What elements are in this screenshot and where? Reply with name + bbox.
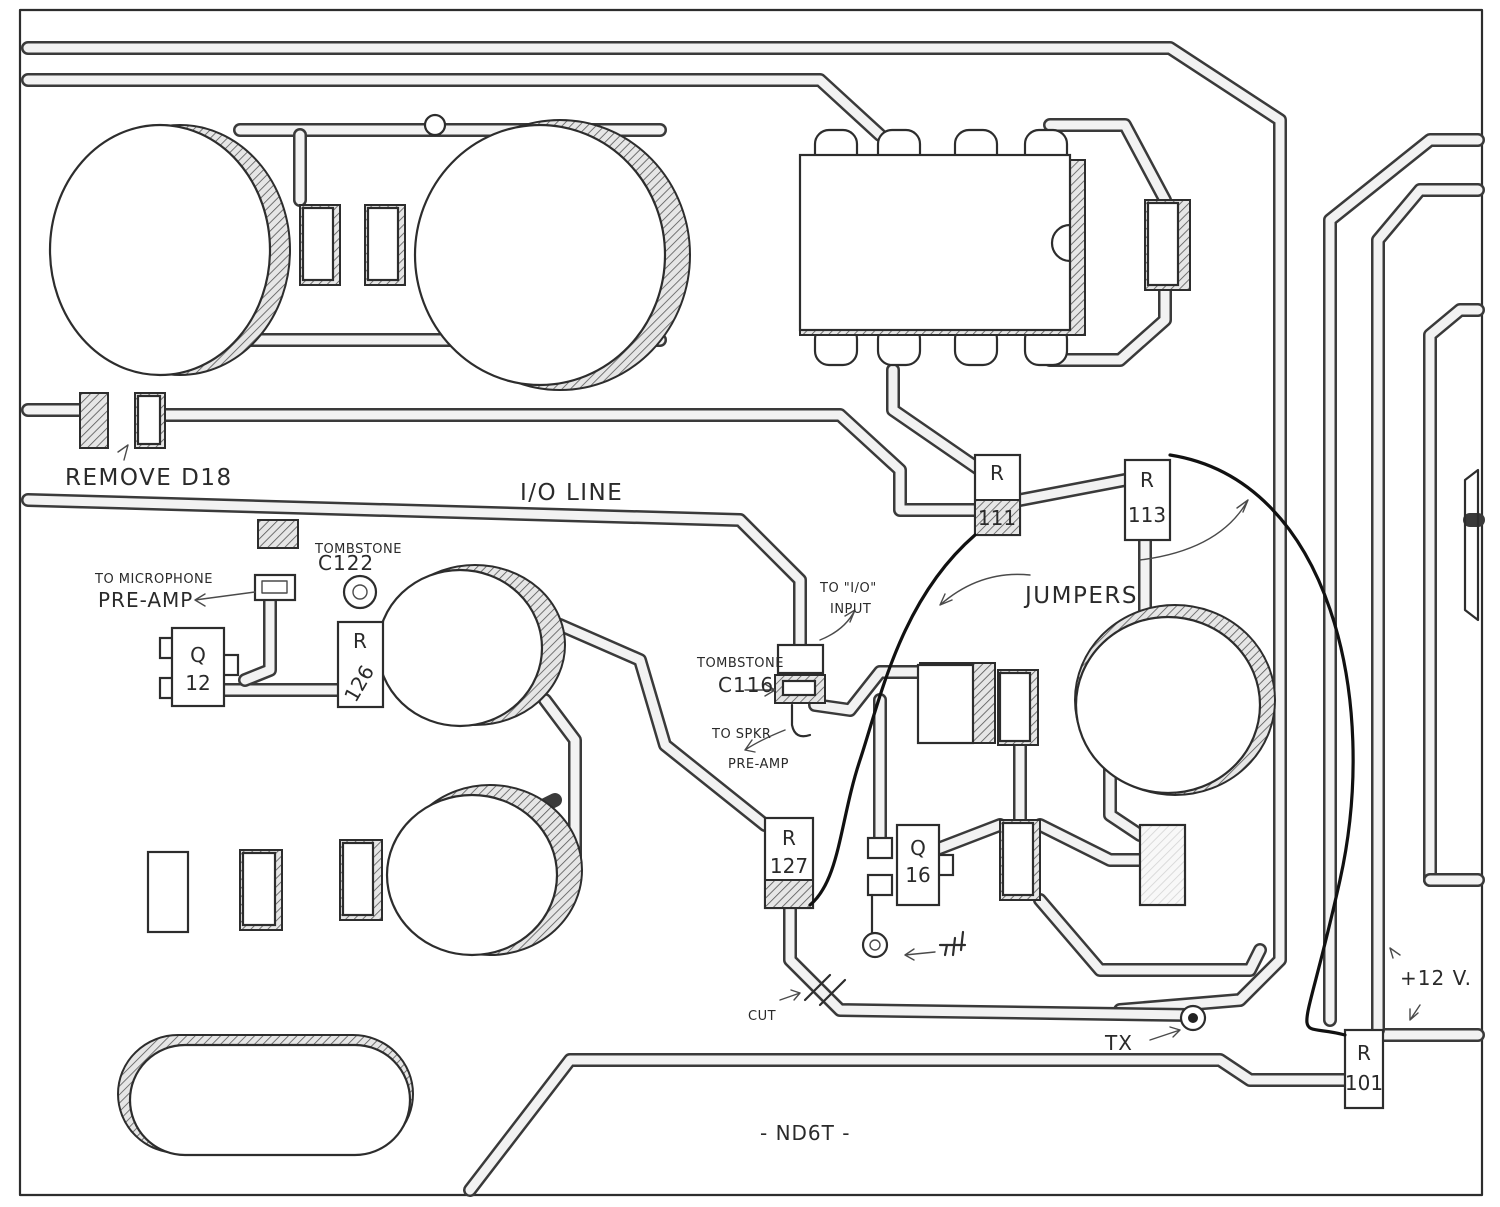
jumper-wire-r111-r127 [808, 533, 977, 907]
remove-d18-arrow [117, 444, 129, 461]
label-spkr-preamp: PRE-AMP [728, 757, 789, 772]
label-signature: - ND6T - [760, 1121, 850, 1145]
label-to-microphone: TO MICROPHONE [94, 572, 213, 587]
label-cut: CUT [748, 1009, 776, 1024]
cut-mark [803, 973, 832, 1002]
jumpers-arrow-right [1139, 499, 1249, 561]
d18-pad-left [79, 392, 109, 449]
label-microphone-preamp: PRE-AMP [98, 588, 193, 612]
c116-lead [790, 703, 812, 738]
label-input: INPUT [830, 602, 871, 617]
ground-symbol [938, 930, 967, 957]
resistor-r113: R 113 [1123, 458, 1172, 542]
resistor-r111: R 111 [973, 453, 1022, 537]
q12-letter: Q [190, 643, 206, 667]
ground-arrow [904, 948, 936, 961]
capacitor-large-1 [48, 123, 291, 377]
r113-letter: R [1140, 468, 1154, 492]
label-tx: TX [1104, 1031, 1133, 1055]
label-jumpers: JUMPERS [1023, 583, 1138, 609]
via-top [423, 113, 447, 137]
jumper-wire-r113-r101 [1168, 453, 1355, 1037]
r127-letter: R [782, 826, 796, 850]
capacitor-large-5 [1074, 604, 1276, 796]
io-input-arrow [819, 609, 856, 641]
label-tombstone-c122: TOMBSTONE [314, 542, 402, 557]
plus12-arrow-bottom [1409, 1004, 1421, 1021]
label-c116: C116 [718, 673, 774, 697]
r101-letter: R [1357, 1041, 1371, 1065]
microphone-arrow [194, 591, 256, 607]
q12-value: 12 [185, 671, 210, 695]
q16-value: 16 [905, 863, 930, 887]
label-to-io: TO "I/O" [819, 581, 877, 596]
resistor-r127: R 127 [763, 816, 815, 910]
transistor-q12: Q 12 [158, 626, 240, 708]
label-plus-12v: +12 V. [1400, 966, 1472, 990]
edge-connector [1463, 468, 1480, 622]
capacitor-large-3 [376, 564, 566, 728]
label-to-spkr: TO SPKR [711, 727, 771, 742]
board-outline [18, 8, 1484, 1197]
spkr-arrow [744, 729, 786, 753]
label-remove-d18: REMOVE D18 [65, 465, 233, 491]
tx-arrow [1149, 1026, 1181, 1041]
jumpers-arrow-left [939, 573, 1031, 606]
c116-arrow [744, 683, 776, 697]
transistor-q16: Q 16 [861, 823, 955, 959]
capacitor-large-2 [413, 119, 691, 391]
label-tombstone-c116: TOMBSTONE [696, 656, 784, 671]
plus12-arrow-top [1389, 947, 1401, 959]
r111-letter: R [990, 461, 1004, 485]
c122-tombstone [253, 573, 297, 602]
resistor-r126: R 126 [336, 574, 385, 709]
label-io-line: I/O LINE [520, 480, 623, 506]
r127-value: 127 [770, 854, 808, 878]
annotation-arrows [117, 444, 1421, 1041]
capacitor-large-4 [385, 784, 583, 957]
r113-value: 113 [1128, 503, 1166, 527]
r126-letter: R [353, 629, 367, 653]
c122-pad [257, 519, 299, 549]
c116-pad [776, 643, 825, 675]
r111-value: 111 [978, 506, 1016, 530]
copper-traces [21, 41, 1485, 1197]
label-c122: C122 [318, 551, 374, 575]
smd-part-bl-1 [146, 850, 190, 934]
ic-chip [798, 128, 1086, 367]
r101-value: 101 [1345, 1071, 1383, 1095]
resistor-r101: R 101 [1343, 1028, 1385, 1110]
cut-arrow [779, 989, 801, 1001]
q16-letter: Q [910, 836, 926, 860]
